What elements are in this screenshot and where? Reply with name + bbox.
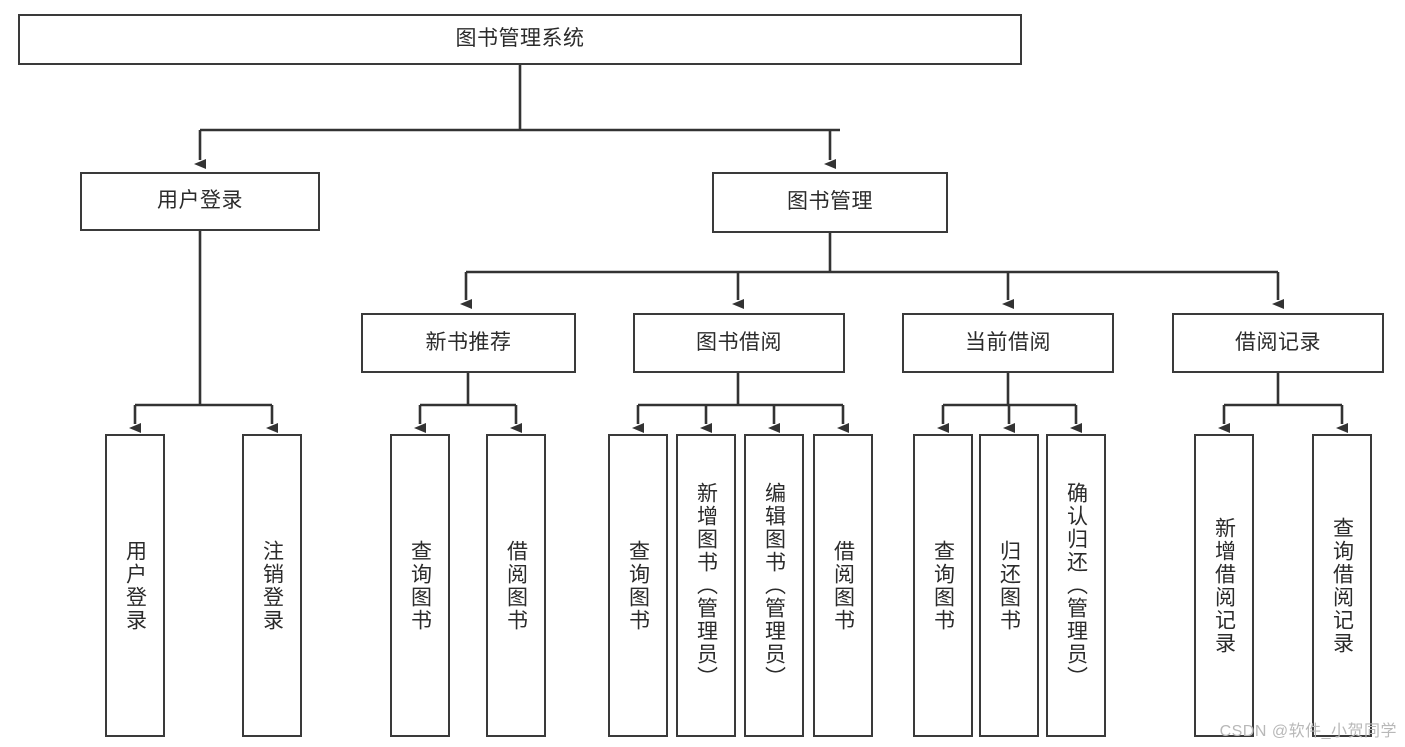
leaf-logout-login[interactable]: 注销登录 — [242, 434, 302, 737]
leaf-add-book[interactable]: 新增图书（管理员） — [676, 434, 736, 737]
leaf-user-login-label: 用户登录 — [123, 539, 147, 632]
leaf-query-book-1[interactable]: 查询图书 — [390, 434, 450, 737]
node-current-borrow[interactable]: 当前借阅 — [902, 313, 1114, 373]
leaf-return-book-label: 归还图书 — [997, 539, 1021, 632]
leaf-edit-book[interactable]: 编辑图书（管理员） — [744, 434, 804, 737]
leaf-borrow-book-2[interactable]: 借阅图书 — [813, 434, 873, 737]
leaf-user-login[interactable]: 用户登录 — [105, 434, 165, 737]
node-book-manage[interactable]: 图书管理 — [712, 172, 948, 233]
leaf-query-book-2[interactable]: 查询图书 — [608, 434, 668, 737]
node-book-borrow[interactable]: 图书借阅 — [633, 313, 845, 373]
leaf-add-record-label: 新增借阅记录 — [1212, 516, 1236, 655]
leaf-confirm-return[interactable]: 确认归还（管理员） — [1046, 434, 1106, 737]
leaf-add-book-label: 新增图书（管理员） — [694, 482, 718, 689]
leaf-confirm-return-label: 确认归还（管理员） — [1064, 482, 1088, 689]
node-root[interactable]: 图书管理系统 — [18, 14, 1022, 65]
leaf-query-book-2-label: 查询图书 — [626, 539, 650, 632]
leaf-query-book-3[interactable]: 查询图书 — [913, 434, 973, 737]
leaf-borrow-book-1[interactable]: 借阅图书 — [486, 434, 546, 737]
node-current-borrow-label: 当前借阅 — [965, 330, 1051, 354]
leaf-edit-book-label: 编辑图书（管理员） — [762, 482, 786, 689]
node-borrow-record-label: 借阅记录 — [1235, 330, 1321, 354]
leaf-query-record-label: 查询借阅记录 — [1330, 516, 1354, 655]
leaf-query-record[interactable]: 查询借阅记录 — [1312, 434, 1372, 737]
node-new-book-recommend[interactable]: 新书推荐 — [361, 313, 576, 373]
leaf-borrow-book-2-label: 借阅图书 — [831, 539, 855, 632]
leaf-borrow-book-1-label: 借阅图书 — [504, 539, 528, 632]
leaf-query-book-1-label: 查询图书 — [408, 539, 432, 632]
leaf-add-record[interactable]: 新增借阅记录 — [1194, 434, 1254, 737]
node-new-book-recommend-label: 新书推荐 — [425, 330, 512, 354]
leaf-query-book-3-label: 查询图书 — [931, 539, 955, 632]
leaf-return-book[interactable]: 归还图书 — [979, 434, 1039, 737]
node-book-manage-label: 图书管理 — [787, 190, 873, 214]
leaf-logout-login-label: 注销登录 — [260, 539, 284, 632]
csdn-watermark: CSDN @软件_小贺同学 — [1219, 723, 1397, 740]
node-user-login-label: 用户登录 — [157, 189, 243, 213]
node-root-label: 图书管理系统 — [455, 27, 585, 51]
node-borrow-record[interactable]: 借阅记录 — [1172, 313, 1384, 373]
node-user-login[interactable]: 用户登录 — [80, 172, 320, 231]
node-book-borrow-label: 图书借阅 — [696, 330, 782, 354]
